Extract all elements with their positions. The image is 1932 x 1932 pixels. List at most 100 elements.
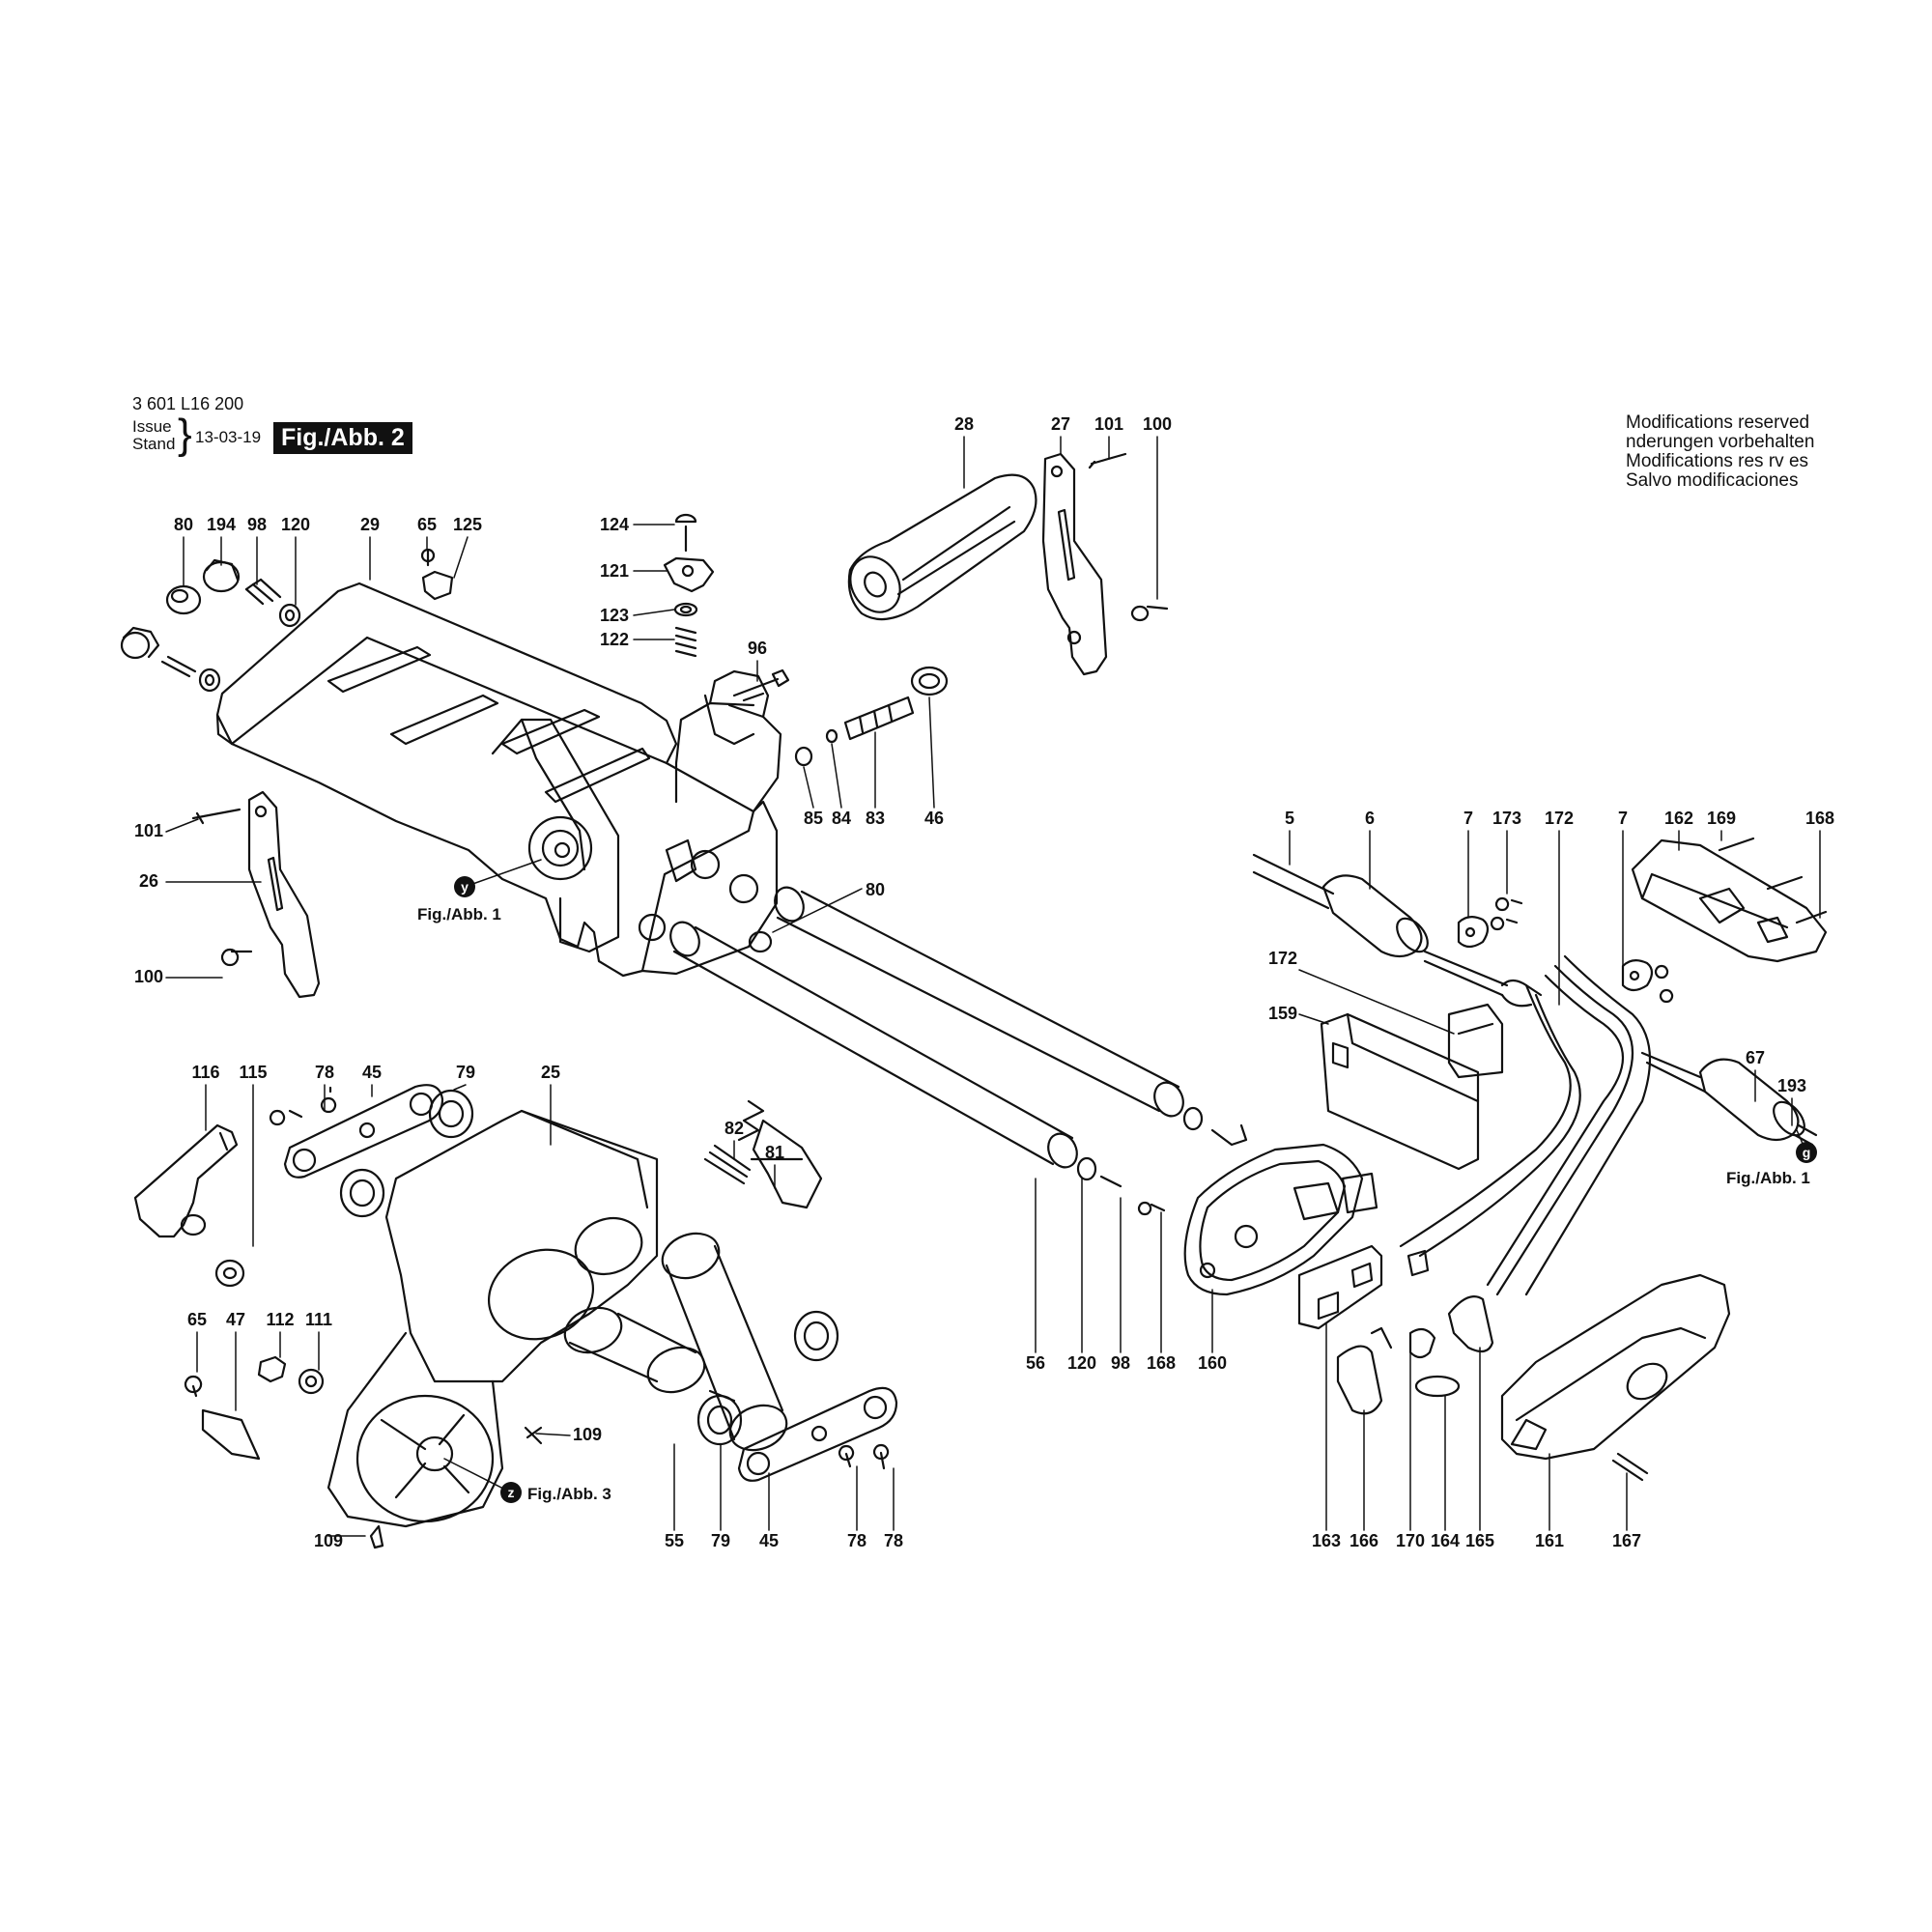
callout-label: 7 xyxy=(1618,809,1628,828)
figure-marker-g: g xyxy=(1803,1145,1811,1160)
callout-label: 101 xyxy=(1094,414,1123,434)
callout-label: 78 xyxy=(315,1063,334,1082)
callout-label: 6 xyxy=(1365,809,1375,828)
callout-label: 65 xyxy=(187,1310,207,1329)
callout-label: 7 xyxy=(1463,809,1473,828)
callout-label: 56 xyxy=(1026,1353,1045,1373)
callout-label: 160 xyxy=(1198,1353,1227,1373)
leader-line xyxy=(928,696,935,809)
callout-label: 115 xyxy=(239,1063,267,1082)
figure-ref-y-text: Fig./Abb. 1 xyxy=(417,905,501,923)
modifications-line: Modifications res rv es xyxy=(1626,451,1809,471)
callout-label: 80 xyxy=(174,515,193,534)
callout-label: 5 xyxy=(1285,809,1294,828)
callout-label: 25 xyxy=(541,1063,560,1082)
figure-reference-z: z Fig./Abb. 3 xyxy=(500,1482,611,1503)
callout-label: 55 xyxy=(665,1531,684,1550)
leader-line xyxy=(443,1458,512,1493)
modifications-line: Modifications reserved xyxy=(1626,412,1810,433)
callout-label: 169 xyxy=(1707,809,1736,828)
modifications-notice: Modifications reserved nderungen vorbeha… xyxy=(1626,413,1814,491)
callout-label: 81 xyxy=(765,1143,784,1162)
callout-label: 163 xyxy=(1312,1531,1341,1550)
leader-line xyxy=(1298,969,1455,1035)
callout-label: 100 xyxy=(134,967,163,986)
part-number: 3 601 L16 200 xyxy=(132,394,244,413)
leader-line xyxy=(803,766,814,809)
callout-label: 112 xyxy=(266,1310,294,1329)
callout-label: 78 xyxy=(847,1531,867,1550)
callout-label: 67 xyxy=(1746,1048,1765,1067)
callout-label: 170 xyxy=(1396,1531,1425,1550)
callout-label: 173 xyxy=(1492,809,1521,828)
callout-label: 100 xyxy=(1143,414,1172,434)
figure-marker-z: z xyxy=(508,1485,515,1500)
callout-label: 83 xyxy=(866,809,885,828)
callout-label: 78 xyxy=(884,1531,903,1550)
handle-28-part xyxy=(847,473,1037,621)
callout-label: 28 xyxy=(954,414,974,434)
callout-label: 166 xyxy=(1350,1531,1378,1550)
callout-label: 109 xyxy=(573,1425,602,1444)
callout-label: 98 xyxy=(1111,1353,1130,1373)
callout-label: 162 xyxy=(1664,809,1693,828)
modifications-line: Salvo modificaciones xyxy=(1626,470,1799,491)
stand-label: Stand xyxy=(132,435,176,453)
figure-ref-g-text: Fig./Abb. 1 xyxy=(1726,1169,1810,1187)
callout-label: 47 xyxy=(226,1310,245,1329)
issue-date: 13-03-19 xyxy=(195,428,262,446)
modifications-line: nderungen vorbehalten xyxy=(1626,432,1815,452)
callout-label: 101 xyxy=(134,821,163,840)
leader-line xyxy=(165,818,199,833)
callout-label: 159 xyxy=(1268,1004,1297,1023)
callout-label: 122 xyxy=(600,630,629,649)
callout-label: 45 xyxy=(759,1531,779,1550)
callout-label: 26 xyxy=(139,871,158,891)
callout-label: 167 xyxy=(1612,1531,1641,1550)
figure-reference-g: g Fig./Abb. 1 xyxy=(1726,1142,1817,1187)
callout-label: 84 xyxy=(832,809,851,828)
callout-label: 120 xyxy=(281,515,310,534)
leader-line xyxy=(535,1433,571,1436)
knob-81-part xyxy=(703,1099,823,1209)
bracket-26-part xyxy=(191,790,321,999)
callout-label: 123 xyxy=(600,606,629,625)
callout-label: 46 xyxy=(924,809,944,828)
callout-label: 164 xyxy=(1431,1531,1460,1550)
rail-housing-part xyxy=(215,582,782,978)
callout-label: 116 xyxy=(191,1063,219,1082)
bracket-25-part xyxy=(327,1109,659,1528)
callout-label: 121 xyxy=(600,561,629,581)
callout-numbers: 80 194 98 120 29 65 125 124 121 123 122 … xyxy=(134,414,1834,1550)
callout-leader-lines xyxy=(165,436,1821,1537)
leader-line xyxy=(464,859,542,888)
callout-label: 125 xyxy=(453,515,482,534)
figure-tag: Fig./Abb. 2 xyxy=(273,422,412,454)
plate-45-parts xyxy=(214,1084,898,1482)
cable-and-switch-parts xyxy=(1137,837,1828,1482)
figure-marker-y: y xyxy=(461,879,469,895)
callout-label: 80 xyxy=(866,880,885,899)
leader-line xyxy=(633,609,675,616)
issue-label: Issue xyxy=(132,417,172,436)
leader-line xyxy=(453,536,469,579)
issue-stand-label: Issue Stand xyxy=(132,418,175,453)
leader-line xyxy=(1298,1013,1329,1025)
callout-label: 194 xyxy=(207,515,236,534)
callout-label: 79 xyxy=(711,1531,730,1550)
leader-line xyxy=(831,743,842,809)
callout-label: 45 xyxy=(362,1063,382,1082)
figure-ref-z-text: Fig./Abb. 3 xyxy=(527,1485,611,1503)
callout-label: 172 xyxy=(1268,949,1297,968)
callout-label: 65 xyxy=(417,515,437,534)
leader-line xyxy=(772,888,863,933)
leader-line xyxy=(453,1084,467,1091)
callout-label: 165 xyxy=(1465,1531,1494,1550)
callout-label: 111 xyxy=(305,1310,332,1329)
figure-reference-y: y Fig./Abb. 1 xyxy=(417,876,501,923)
guide-tubes-parts xyxy=(669,886,1248,1188)
brace-glyph: } xyxy=(178,411,192,458)
top-left-hardware-parts xyxy=(120,548,454,693)
